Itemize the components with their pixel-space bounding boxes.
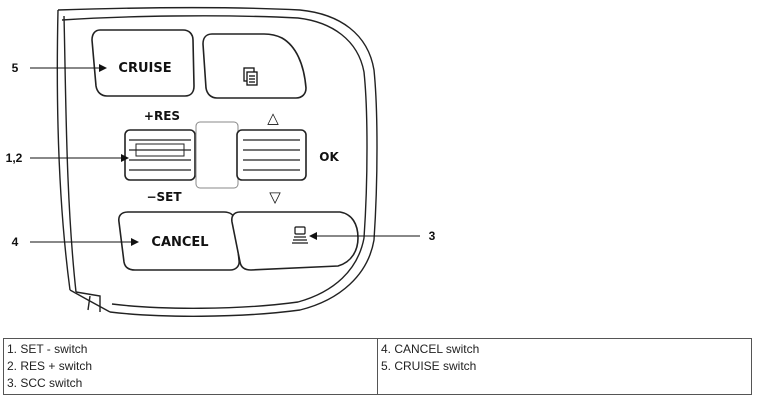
legend-right-column: 4. CANCEL switch 5. CRUISE switch [377,338,752,395]
down-arrow-icon: ▽ [269,188,281,206]
set-label: −SET [146,190,182,204]
ok-label: OK [319,150,339,164]
cancel-button[interactable]: CANCEL [118,211,240,271]
steering-wheel-switch-diagram: CRUISE +RES −SET △ ▽ OK CANCE [6,6,436,317]
up-arrow-icon: △ [267,109,279,127]
cruise-button[interactable]: CRUISE [91,29,195,97]
callout-4: 4 [12,235,19,249]
legend-item: 3. SCC switch [7,376,83,390]
cruise-label: CRUISE [118,61,171,76]
callout-5: 5 [12,61,19,75]
cancel-label: CANCEL [151,235,208,250]
res-label: +RES [144,109,180,123]
legend-item: 4. CANCEL switch [381,342,480,356]
switch-housing [56,6,378,317]
callout-3: 3 [429,229,436,243]
legend-table: 1. SET - switch 2. RES + switch 3. SCC s… [3,338,752,395]
scc-button[interactable] [231,211,359,271]
callout-1-2: 1,2 [6,151,23,165]
distance-icon [292,226,308,244]
center-panel [195,121,239,189]
legend-left-column: 1. SET - switch 2. RES + switch 3. SCC s… [3,338,378,395]
legend-item: 1. SET - switch [7,342,88,356]
res-set-switch[interactable] [124,129,196,181]
info-screen-icon [243,67,258,86]
info-screen-button[interactable] [202,33,307,99]
legend-item: 5. CRUISE switch [381,359,477,373]
up-down-ok-switch[interactable] [236,129,307,181]
legend-item: 2. RES + switch [7,359,93,373]
